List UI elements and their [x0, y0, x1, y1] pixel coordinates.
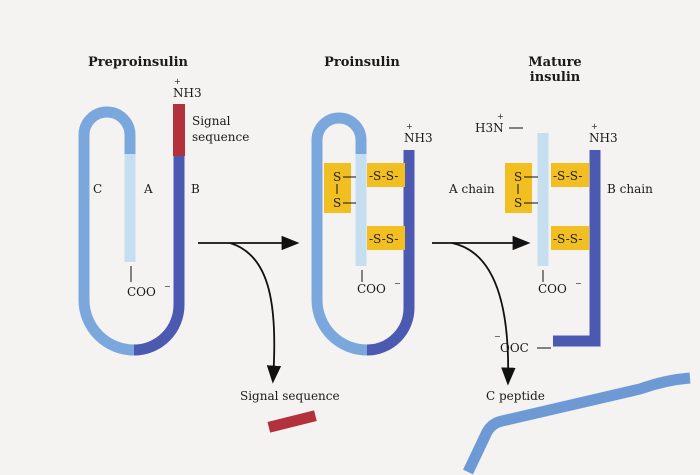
- cleavage-arrow-1: [198, 235, 300, 384]
- ooc-charge: −: [494, 332, 501, 341]
- coo-label: COO: [127, 285, 156, 299]
- c-peptide-product-label: C peptide: [486, 389, 545, 403]
- coo-charge: −: [164, 282, 171, 291]
- h3n-charge: +: [497, 112, 504, 121]
- inter-disulfide-box-mature-2: [551, 226, 589, 250]
- signal-sequence-product-label: Signal sequence: [240, 389, 340, 403]
- disulfide-bond-2: -S-S-: [369, 232, 398, 246]
- signal-label-line1: Signal: [192, 114, 231, 128]
- nh3-label-mature: NH3: [589, 131, 618, 145]
- sulfur-atom-m1: S: [514, 170, 522, 184]
- proinsulin-title: Proinsulin: [324, 55, 400, 70]
- proinsulin-panel: Proinsulin S S -S-S- -S-S- + NH3 COO −: [311, 55, 433, 356]
- inter-disulfide-box-1: [367, 163, 405, 187]
- disulfide-bond-1: -S-S-: [369, 169, 398, 183]
- sulfur-atom-1: S: [333, 170, 341, 184]
- b-chain-label: B chain: [607, 182, 653, 196]
- c-peptide-fragment: [463, 372, 691, 475]
- signal-sequence-segment: [173, 104, 185, 156]
- c-peptide-strand: [311, 112, 368, 356]
- coo-label-mature: COO: [538, 282, 567, 296]
- disulfide-bond-m2: -S-S-: [553, 232, 582, 246]
- nh3-label-pro: NH3: [404, 131, 433, 145]
- b-chain-strand: [133, 155, 185, 356]
- mature-title-line2: insulin: [530, 70, 581, 85]
- inter-disulfide-box-mature-1: [551, 163, 589, 187]
- coo-charge-mature: −: [575, 279, 582, 288]
- b-label: B: [191, 182, 200, 196]
- nh3-charge: +: [174, 77, 181, 86]
- sulfur-atom-2: S: [333, 196, 341, 210]
- nh3-charge-mature: +: [591, 122, 598, 131]
- inter-disulfide-box-2: [367, 226, 405, 250]
- c-chain-strand: [78, 106, 136, 356]
- disulfide-bond-m1: -S-S-: [553, 169, 582, 183]
- nh3-charge-pro: +: [406, 122, 413, 131]
- preproinsulin-panel: Preproinsulin + NH3 Signal sequence C A …: [78, 55, 249, 356]
- a-chain-label: A chain: [448, 182, 495, 196]
- nh3-label-n-terminus: NH3: [173, 86, 202, 100]
- cleavage-arrow-2: [432, 235, 531, 386]
- b-chain-strand-pro: [366, 150, 415, 356]
- preproinsulin-title: Preproinsulin: [88, 55, 189, 70]
- ooc-label: OOC: [500, 341, 529, 355]
- coo-charge-pro: −: [394, 279, 401, 288]
- a-label: A: [143, 182, 153, 196]
- mature-title-line1: Mature: [528, 55, 581, 70]
- coo-label-pro: COO: [357, 282, 386, 296]
- sulfur-atom-m2: S: [514, 196, 522, 210]
- signal-label-line2: sequence: [192, 130, 249, 144]
- signal-sequence-fragment: [267, 410, 317, 433]
- h3n-label: H3N: [475, 121, 504, 135]
- mature-insulin-panel: Mature insulin S S -S-S- -S-S- + H3N + N…: [448, 55, 653, 355]
- b-chain-strand-mature: [553, 150, 601, 347]
- c-label: C: [93, 182, 102, 196]
